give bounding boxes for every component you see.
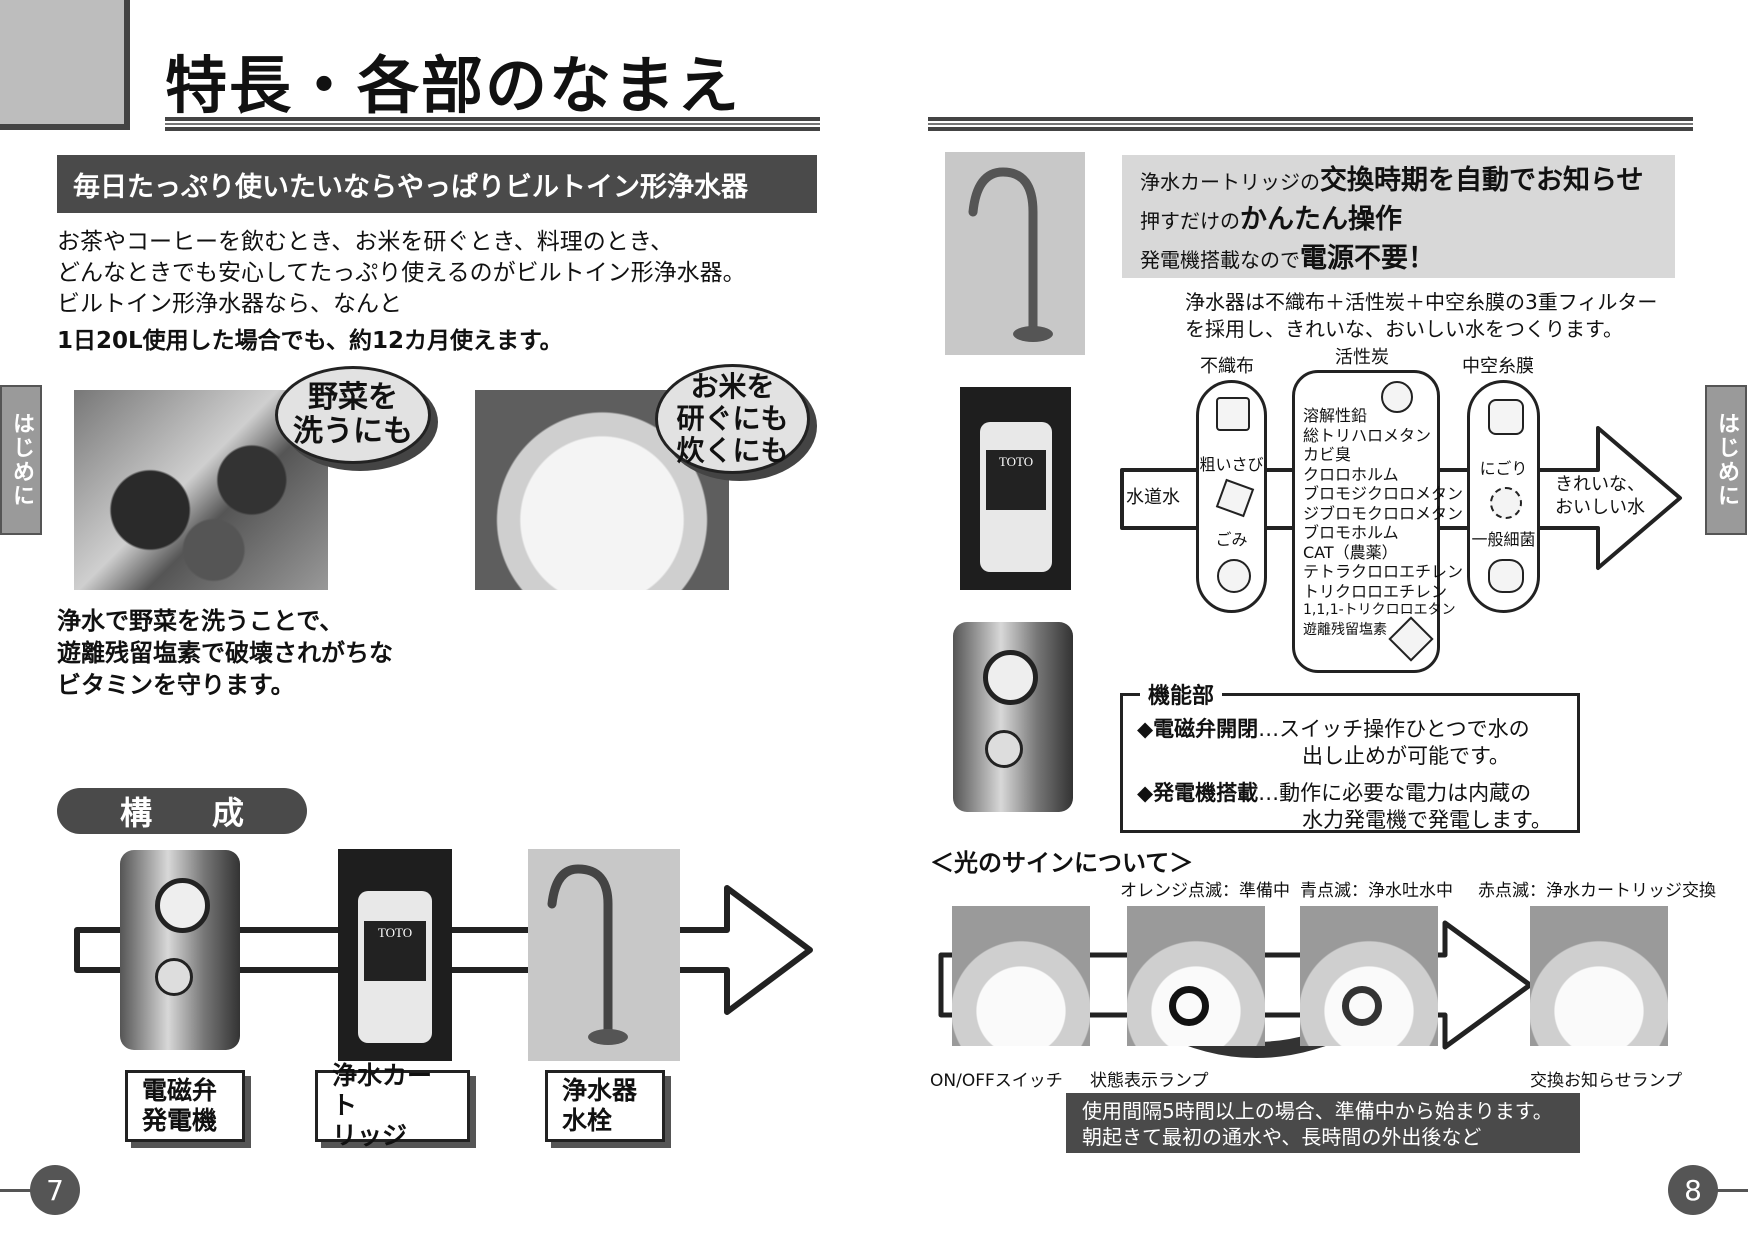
faucet-icon — [547, 864, 628, 1045]
faucet-icon — [968, 167, 1053, 342]
page-number-right: 8 — [1668, 1165, 1718, 1215]
nonwoven-capsule: 粗いさび ごみ — [1196, 380, 1267, 613]
side-tab-right: はじめに — [1705, 385, 1747, 535]
rust-character-icon — [1216, 397, 1250, 431]
feature-line: 浄水カートリッジの交換時期を自動でお知らせ — [1140, 165, 1644, 196]
light-sign-note: 使用間隔5時間以上の場合、準備中から始まります。 朝起きて最初の通水や、長時間の… — [1066, 1093, 1580, 1153]
side-tab-left: はじめに — [0, 385, 42, 535]
valve-dial-icon — [983, 650, 1038, 705]
right-cartridge-photo: TOTO — [960, 387, 1071, 590]
feature-line: 発電機搭載なので電源不要！ — [1140, 243, 1435, 274]
cartridge-body-icon: TOTO — [358, 891, 432, 1043]
generator-icon — [155, 958, 193, 996]
feature-highlights-box: 浄水カートリッジの交換時期を自動でお知らせ 押すだけのかんたん操作 発電機搭載な… — [1122, 155, 1675, 278]
intro-text: お茶やコーヒーを飲むとき、お米を研ぐとき、料理のとき、 どんなときでも安心してた… — [57, 227, 746, 320]
right-valve-photo — [953, 622, 1073, 812]
state-orange: オレンジ点滅：準備中 — [1120, 881, 1290, 901]
cartridge-photo: TOTO — [338, 849, 452, 1061]
intro-line: ビルトイン形浄水器なら、なんと — [57, 291, 402, 317]
bacteria-character-icon — [1488, 559, 1524, 593]
light-photo-orange — [1127, 906, 1265, 1046]
nonwoven-item: 粗いさび — [1199, 455, 1264, 474]
hollow-item: にごり — [1479, 459, 1528, 478]
valve-dial-icon — [155, 878, 210, 933]
caption-line: 浄水で野菜を洗うことで、 — [57, 607, 344, 635]
cartridge-label: TOTO — [364, 921, 426, 981]
inlet-label: 水道水 — [1124, 483, 1182, 509]
header-rule-left — [165, 117, 820, 131]
cartridge-label: TOTO — [986, 450, 1046, 510]
composition-pill: 構成 — [57, 788, 307, 834]
bacteria-sun-icon — [1490, 487, 1522, 519]
stage-label-carbon: 活性炭 — [1335, 347, 1389, 368]
status-lamp-ring-icon — [1169, 986, 1209, 1026]
status-lamp-label: 状態表示ランプ — [1090, 1071, 1209, 1091]
replace-lamp-label: 交換お知らせランプ — [1530, 1071, 1683, 1091]
header-rule-right — [928, 117, 1693, 131]
light-photo-base — [952, 906, 1090, 1046]
filter-description: 浄水器は不織布＋活性炭＋中空糸膜の3重フィルター を採用し、きれいな、おいしい水… — [1185, 290, 1658, 341]
nonwoven-item: ごみ — [1215, 530, 1248, 549]
valve-generator-photo — [120, 850, 240, 1050]
subheading-bar: 毎日たっぷり使いたいならやっぱりビルトイン形浄水器 — [57, 155, 817, 213]
header-corner-block — [0, 0, 130, 130]
cartridge-body-icon: TOTO — [980, 422, 1052, 572]
feature-line: 押すだけのかんたん操作 — [1140, 204, 1402, 235]
carbon-capsule: 溶解性鉛 総トリハロメタン カビ臭 クロロホルム ブロモジクロロメタン ジブロモ… — [1292, 370, 1463, 673]
carbon-items: 溶解性鉛 総トリハロメタン カビ臭 クロロホルム ブロモジクロロメタン ジブロモ… — [1303, 406, 1464, 638]
bubble-vegetables: 野菜を 洗うにも — [275, 366, 431, 464]
state-red: 赤点滅：浄水カートリッジ交換 — [1478, 881, 1716, 901]
part-label-cartridge: 浄水カート リッジ — [315, 1061, 470, 1150]
dust-character-icon — [1215, 478, 1255, 518]
vegetable-caption: 浄水で野菜を洗うことで、 遊離残留塩素で破壊されがちな ビタミンを守ります。 — [57, 605, 393, 701]
stage-label-nonwoven: 不織布 — [1200, 356, 1254, 377]
light-photo-red — [1530, 906, 1668, 1046]
generator-icon — [985, 730, 1023, 768]
right-faucet-photo — [945, 152, 1085, 355]
turbidity-character-icon — [1488, 399, 1524, 435]
stage-label-hollow-fiber: 中空糸膜 — [1462, 356, 1534, 377]
hollow-fiber-capsule: にごり 一般細菌 — [1467, 380, 1540, 613]
part-label-faucet: 浄水器 水栓 — [545, 1070, 665, 1142]
light-photo-blue — [1300, 906, 1438, 1046]
page-title: 特長・各部のなまえ — [165, 49, 742, 122]
page-number-rule-right — [1695, 1189, 1748, 1192]
on-off-switch-label: ON/OFFスイッチ — [930, 1071, 1063, 1091]
intro-bold-line: 1日20L使用した場合でも、約12カ月使えます。 — [57, 328, 563, 354]
intro-line: どんなときでも安心してたっぷり使えるのがビルトイン形浄水器。 — [57, 260, 746, 286]
function-item: ◆電磁弁開閉 …スイッチ操作ひとつで水の — [1137, 717, 1530, 741]
function-box: ◆電磁弁開閉 …スイッチ操作ひとつで水の 出し止めが可能です。 ◆発電機搭載 …… — [1120, 693, 1580, 833]
caption-line: 遊離残留塩素で破壊されがちな — [57, 639, 393, 667]
hollow-item: 一般細菌 — [1471, 530, 1536, 549]
outlet-label: きれいな、 おいしい水 — [1555, 474, 1645, 518]
caption-line: ビタミンを守ります。 — [57, 671, 295, 699]
function-item: ◆発電機搭載 …動作に必要な電力は内蔵の — [1137, 781, 1532, 805]
faucet-photo — [528, 849, 680, 1061]
lead-character-icon — [1381, 381, 1413, 413]
state-blue: 青点滅：浄水吐水中 — [1300, 881, 1453, 901]
bubble-rice: お米を 研ぐにも 炊くにも — [655, 364, 810, 474]
intro-line: お茶やコーヒーを飲むとき、お米を研ぐとき、料理のとき、 — [57, 229, 674, 255]
germ-character-icon — [1217, 559, 1251, 593]
part-label-valve: 電磁弁 発電機 — [125, 1070, 245, 1142]
status-lamp-ring-icon — [1342, 986, 1382, 1026]
function-box-title: 機能部 — [1140, 678, 1223, 710]
light-sign-heading: ＜光のサインについて＞ — [930, 849, 1194, 877]
page-number-left: 7 — [30, 1165, 80, 1215]
